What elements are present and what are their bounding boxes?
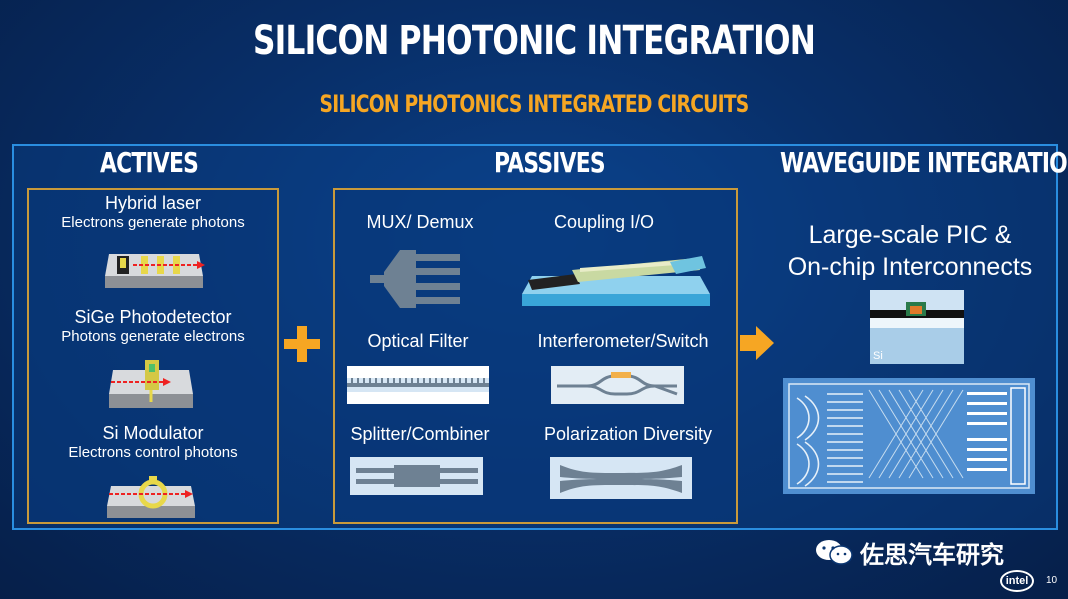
- waveguide-heading: WAVEGUIDE INTEGRATION: [780, 146, 1068, 179]
- splitter-combiner-icon: [350, 457, 483, 495]
- waveguide-line-2: On-chip Interconnects: [787, 253, 1033, 281]
- waveguide-line-1: Large-scale PIC &: [808, 221, 1012, 249]
- coupling-io-icon: [522, 256, 710, 306]
- si-modulator-title: Si Modulator: [102, 423, 204, 443]
- hybrid-laser-desc: Electrons generate photons: [61, 214, 245, 231]
- wechat-icon: [816, 540, 853, 565]
- coupling-io-label: Coupling I/O: [553, 212, 655, 232]
- arrow-right-icon: [740, 326, 774, 360]
- actives-box: [27, 188, 279, 524]
- hybrid-laser-icon: [105, 254, 205, 288]
- watermark-badge: 佐思汽车研究: [814, 534, 1004, 570]
- sige-photodetector-icon: [109, 360, 193, 408]
- splitter-combiner-label: Splitter/Combiner: [350, 424, 490, 444]
- plus-icon: [284, 326, 320, 362]
- intel-logo: intel: [1000, 570, 1034, 592]
- sige-photodetector-title: SiGe Photodetector: [74, 307, 232, 327]
- si-label: Si: [873, 350, 883, 362]
- actives-heading: ACTIVES: [100, 146, 199, 179]
- optical-filter-label: Optical Filter: [367, 331, 469, 351]
- hybrid-laser-title: Hybrid laser: [104, 193, 202, 213]
- si-modulator-icon: [107, 476, 195, 518]
- interferometer-switch-label: Interferometer/Switch: [537, 331, 709, 351]
- interferometer-switch-icon: [551, 366, 684, 404]
- polarization-diversity-icon: [550, 457, 692, 499]
- watermark-text: 佐思汽车研究: [860, 540, 1004, 569]
- mux-demux-label: MUX/ Demux: [366, 212, 474, 232]
- passives-heading: PASSIVES: [494, 146, 606, 179]
- waveguide-cross-section: Si: [870, 290, 964, 364]
- page-number: 10: [1046, 575, 1058, 586]
- large-scale-pic-layout: [783, 378, 1035, 494]
- sige-photodetector-desc: Photons generate electrons: [61, 328, 245, 345]
- optical-filter-icon: [347, 366, 489, 404]
- slide-title: SILICON PHOTONIC INTEGRATION: [252, 18, 816, 64]
- si-modulator-desc: Electrons control photons: [68, 444, 238, 461]
- polarization-diversity-label: Polarization Diversity: [543, 424, 713, 444]
- mux-demux-icon: [370, 250, 460, 308]
- slide-subtitle: SILICON PHOTONICS INTEGRATED CIRCUITS: [319, 90, 750, 118]
